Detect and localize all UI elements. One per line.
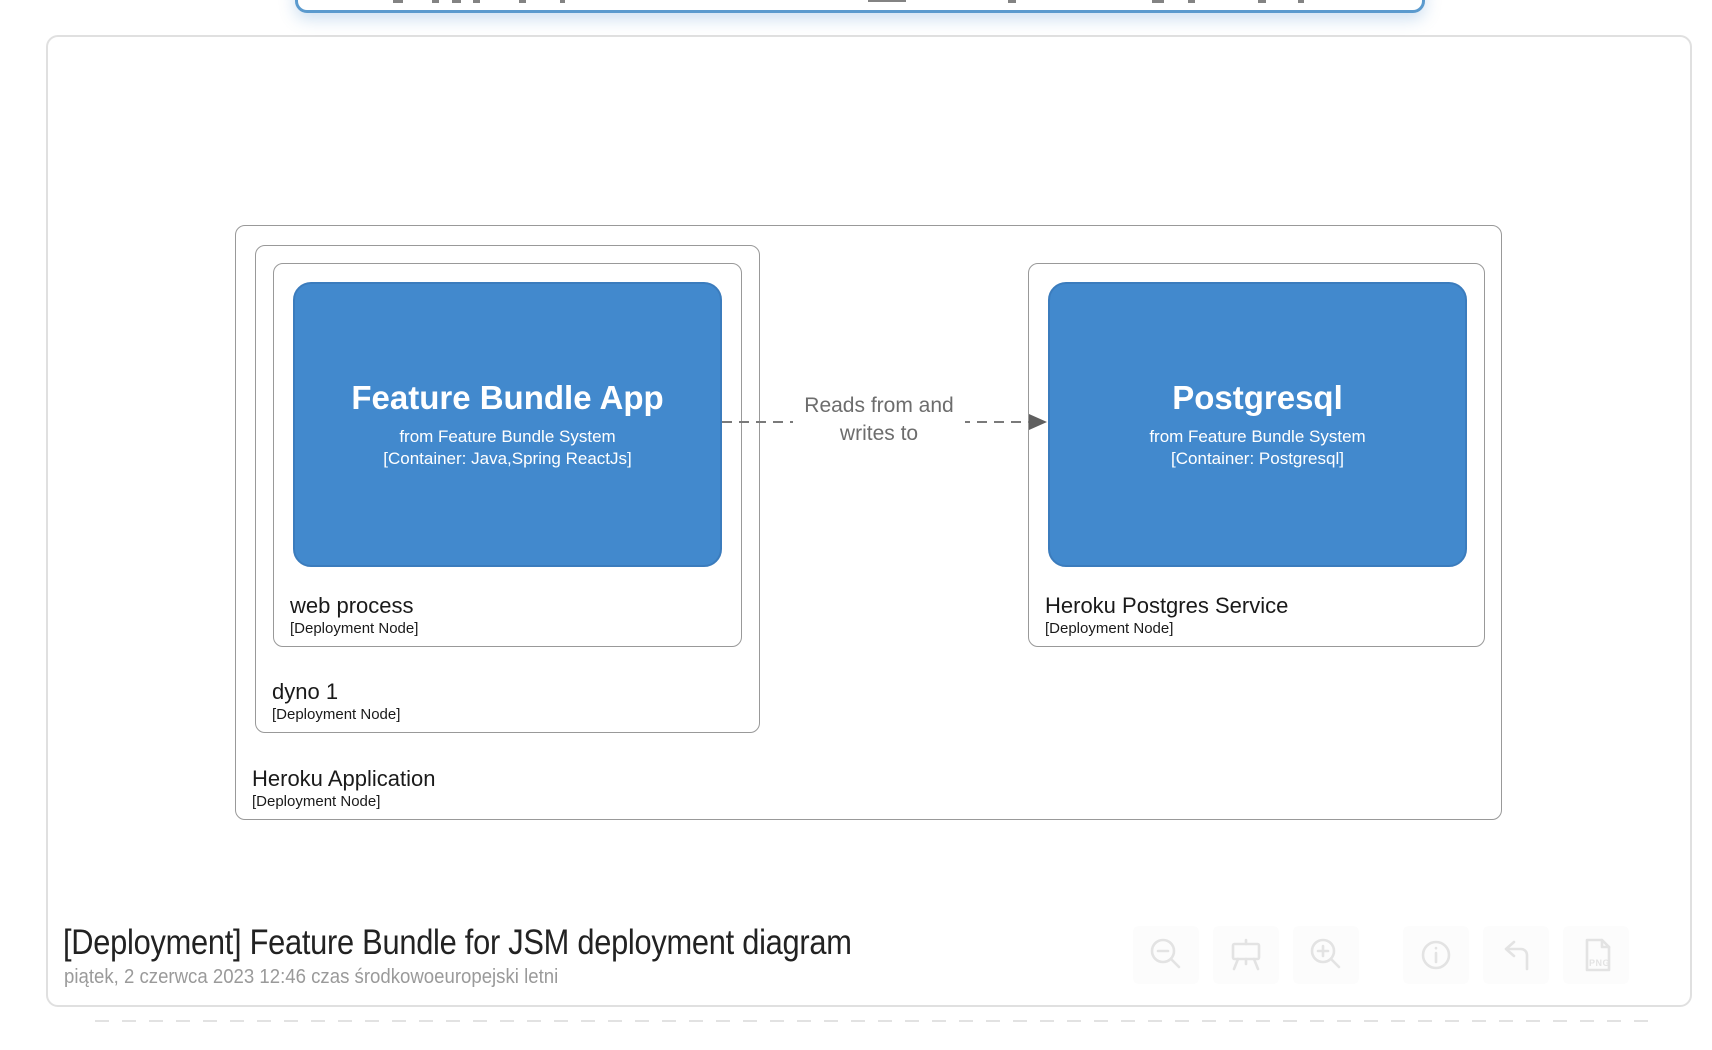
presentation-easel-icon — [1231, 938, 1261, 971]
node-label: web process [Deployment Node] — [290, 593, 418, 638]
node-meta: [Deployment Node] — [290, 620, 419, 637]
diagram-timestamp: piątek, 2 czerwca 2023 12:46 czas środko… — [64, 966, 559, 988]
clipped-text-fragment — [1008, 0, 1016, 3]
container-name: Feature Bundle App — [351, 379, 664, 416]
container-origin: from Feature Bundle System — [399, 427, 616, 446]
clipped-text-fragment — [393, 0, 403, 3]
presentation-button[interactable] — [1213, 926, 1279, 984]
zoom-in-button[interactable] — [1293, 926, 1359, 984]
node-name: dyno 1 — [272, 679, 339, 704]
container-meta: [Container: Java,Spring ReactJs] — [383, 449, 632, 468]
export-png-button[interactable]: PNG — [1563, 926, 1629, 984]
clipped-text-fragment — [868, 0, 906, 2]
node-meta: [Deployment Node] — [252, 793, 381, 810]
export-png-icon: PNG — [1585, 938, 1611, 972]
toolbar-group-actions: PNG — [1403, 926, 1629, 984]
relationship-label: Reads from and writes to — [793, 392, 965, 448]
clipped-text-fragment — [1152, 0, 1164, 3]
node-label: Heroku Application [Deployment Node] — [252, 766, 435, 811]
undo-icon — [1504, 940, 1529, 971]
diagram-title: [Deployment] Feature Bundle for JSM depl… — [63, 923, 852, 962]
container-name: Postgresql — [1172, 379, 1343, 416]
container-feature-bundle-app[interactable]: Feature Bundle App from Feature Bundle S… — [293, 282, 722, 567]
undo-button[interactable] — [1483, 926, 1549, 984]
bottom-dashed-separator — [95, 1020, 1655, 1022]
zoom-out-button[interactable] — [1133, 926, 1199, 984]
arrowhead-icon — [1029, 414, 1047, 430]
zoom-in-icon — [1310, 938, 1341, 969]
node-meta: [Deployment Node] — [272, 706, 401, 723]
diagram-toolbar: PNG — [1133, 926, 1629, 984]
info-button[interactable] — [1403, 926, 1469, 984]
clipped-text-fragment — [519, 0, 526, 3]
clipped-text-fragment — [473, 0, 480, 3]
node-label: Heroku Postgres Service [Deployment Node… — [1045, 593, 1288, 638]
png-label: PNG — [1589, 958, 1610, 968]
info-icon — [1421, 940, 1451, 970]
clipped-text-fragment — [560, 0, 565, 3]
node-name: Heroku Postgres Service — [1045, 593, 1289, 618]
container-postgresql[interactable]: Postgresql from Feature Bundle System [C… — [1048, 282, 1467, 567]
node-name: web process — [290, 593, 414, 618]
container-meta: [Container: Postgresql] — [1171, 449, 1344, 468]
clipped-text-fragment — [1188, 0, 1195, 3]
node-meta: [Deployment Node] — [1045, 620, 1174, 637]
clipped-text-fragment — [1298, 0, 1304, 3]
clipped-text-fragment — [432, 0, 439, 3]
node-name: Heroku Application — [252, 766, 436, 791]
node-label: dyno 1 [Deployment Node] — [272, 679, 400, 724]
clipped-text-fragment — [1258, 0, 1266, 3]
toolbar-group-zoom — [1133, 926, 1359, 984]
zoom-out-icon — [1150, 938, 1181, 969]
container-origin: from Feature Bundle System — [1149, 427, 1366, 446]
clipped-text-fragment — [452, 0, 461, 3]
top-clipped-input[interactable] — [295, 0, 1425, 13]
